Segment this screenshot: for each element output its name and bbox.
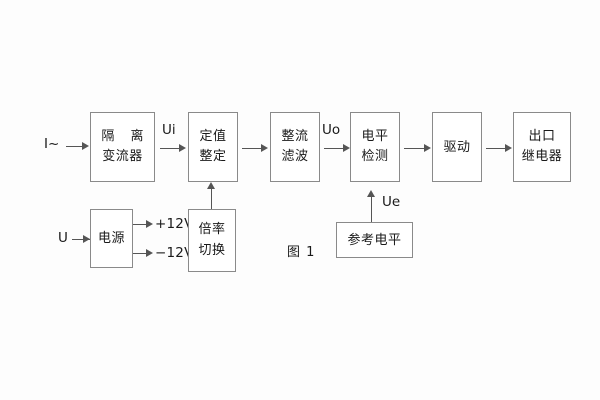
block-reference-level-line1: 参考电平 xyxy=(347,232,402,248)
block-rectify-filter-line2: 滤波 xyxy=(281,149,309,164)
arrowhead-driver-to-relay xyxy=(505,144,512,152)
rail-positive-label: +12V xyxy=(155,216,194,232)
block-level-detect-line1: 电平 xyxy=(361,128,389,144)
block-ratio-switch-line2: 切换 xyxy=(198,242,226,258)
block-driver: 驱动 xyxy=(432,112,482,182)
block-ratio-switch-line1: 倍率 xyxy=(198,222,226,238)
block-ratio-switch: 倍率 切换 xyxy=(188,209,236,272)
arrowhead-uo xyxy=(343,144,350,152)
arrowhead-rail-positive xyxy=(146,220,153,228)
connector-current-input xyxy=(66,146,83,147)
block-power-supply: 电源 xyxy=(90,209,133,268)
connector-rail-positive xyxy=(133,224,150,225)
figure-caption: 图 1 xyxy=(287,245,316,260)
connector-level-to-driver xyxy=(404,148,425,149)
connector-reference-to-level xyxy=(371,193,372,222)
arrowhead-ratio-to-setting xyxy=(207,182,215,189)
connector-setting-to-rectify xyxy=(242,148,262,149)
current-input-label: I~ xyxy=(44,136,60,152)
block-setting-value-line2: 整定 xyxy=(199,149,227,164)
block-setting-value: 定值 整定 xyxy=(188,112,238,182)
arrowhead-reference-to-level xyxy=(367,190,375,197)
block-output-relay: 出口 继电器 xyxy=(513,112,571,182)
block-level-detect-line2: 检测 xyxy=(361,149,389,164)
block-isolation-ct: 隔 离 变流器 xyxy=(90,112,155,182)
arrowhead-level-to-driver xyxy=(424,144,431,152)
block-setting-value-line1: 定值 xyxy=(199,128,227,144)
signal-label-ue: Ue xyxy=(382,194,401,210)
arrowhead-ui xyxy=(179,144,186,152)
block-driver-line1: 驱动 xyxy=(443,139,471,155)
block-power-supply-line1: 电源 xyxy=(97,231,125,246)
connector-rail-negative xyxy=(133,253,150,254)
block-isolation-ct-line2: 变流器 xyxy=(102,149,143,164)
connector-ratio-to-setting xyxy=(211,185,212,209)
voltage-input-label: U xyxy=(58,230,68,246)
block-reference-level: 参考电平 xyxy=(336,222,413,258)
block-output-relay-line1: 出口 xyxy=(528,128,556,144)
arrowhead-voltage-input xyxy=(83,235,90,243)
block-rectify-filter-line1: 整流 xyxy=(281,128,309,144)
rail-negative-label: −12V xyxy=(155,245,194,261)
connector-uo xyxy=(324,148,344,149)
connector-voltage-input xyxy=(72,239,90,240)
arrowhead-rail-negative xyxy=(146,249,153,257)
connector-ui xyxy=(160,148,180,149)
connector-driver-to-relay xyxy=(486,148,506,149)
block-rectify-filter: 整流 滤波 xyxy=(270,112,320,182)
block-isolation-ct-line1: 隔 离 xyxy=(101,128,150,144)
block-level-detect: 电平 检测 xyxy=(350,112,400,182)
signal-label-uo: Uo xyxy=(322,122,341,138)
block-output-relay-line2: 继电器 xyxy=(521,149,563,164)
arrowhead-setting-to-rectify xyxy=(261,144,268,152)
arrowhead-current-input xyxy=(82,142,89,150)
signal-label-ui: Ui xyxy=(162,122,176,138)
